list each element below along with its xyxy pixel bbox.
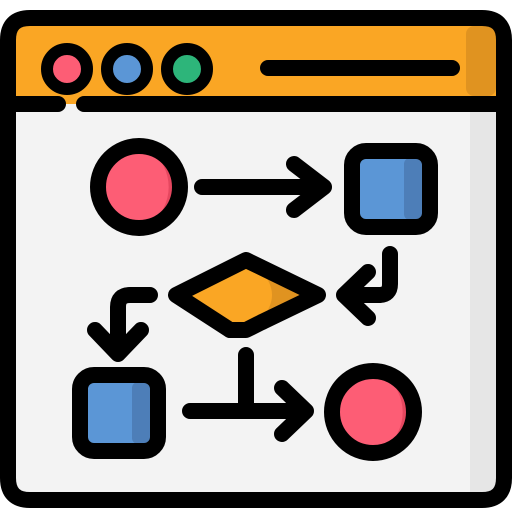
title-bar-shade (466, 26, 496, 96)
window-outline (0, 10, 512, 508)
node-process-2-square (72, 367, 166, 459)
connector-process-1-to-decision (336, 246, 398, 326)
node-start-circle (90, 138, 188, 236)
nodes (72, 138, 438, 461)
connector-start-to-process-1 (194, 156, 332, 218)
node-decision-diamond (168, 252, 326, 338)
node-process-1-square (344, 143, 438, 235)
maximize-dot (161, 43, 213, 95)
window-body-shade (470, 96, 496, 492)
close-dot (41, 43, 93, 95)
window-controls (41, 43, 460, 95)
connectors (87, 156, 398, 442)
connector-decision-to-process-2 (87, 287, 158, 362)
minimize-dot (101, 43, 153, 95)
connector-process-2-to-end (182, 380, 314, 442)
node-end-circle (324, 363, 422, 461)
